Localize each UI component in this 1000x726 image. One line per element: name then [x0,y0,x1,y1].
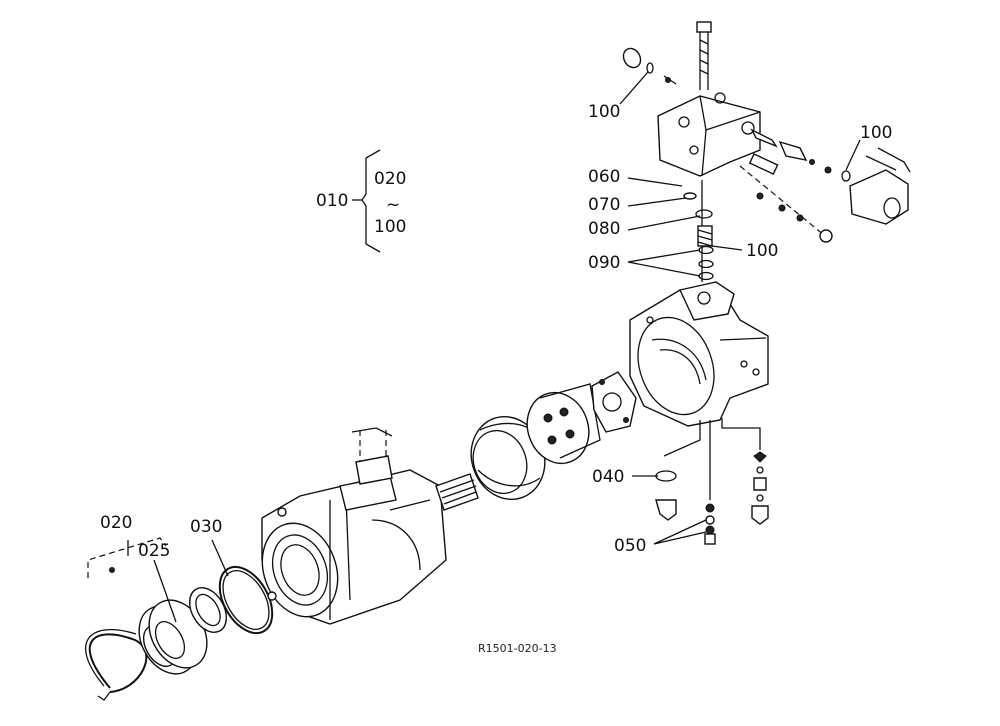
valve-fittings [739,153,833,243]
group-020-bracket [87,537,167,578]
callout-100-mid: 100 [746,241,778,261]
callout-100-top-left: 100 [588,102,620,122]
callout-030: 030 [190,517,222,537]
group-bracket: 010 020 ~ 100 [316,149,406,253]
rotating-group [435,383,601,511]
group-range-symbol: ~ [386,195,400,215]
spool-stack [683,180,714,282]
callout-050: 050 [614,536,646,556]
callout-100-top-right: 100 [860,123,892,143]
group-label: 010 [316,191,348,211]
lower-plugs [655,418,769,545]
group-range-end: 100 [374,217,406,237]
callout-020: 020 [100,513,132,533]
snap-ring [84,629,148,701]
rear-cover [629,281,769,427]
callout-080: 080 [588,219,620,239]
group-range-start: 020 [374,169,406,189]
oil-seal [138,599,208,675]
callout-090: 090 [588,253,620,273]
drawing-number: R1501-020-13 [478,642,557,655]
solenoid-assembly [750,128,911,225]
callout-025: 025 [138,541,170,561]
valve-plate [591,371,637,433]
callout-040: 040 [592,467,624,487]
control-valve-block [622,21,761,177]
callout-070: 070 [588,195,620,215]
callout-leaders [153,71,861,623]
callout-060: 060 [588,167,620,187]
pump-housing [261,427,447,625]
o-ring [218,565,274,635]
